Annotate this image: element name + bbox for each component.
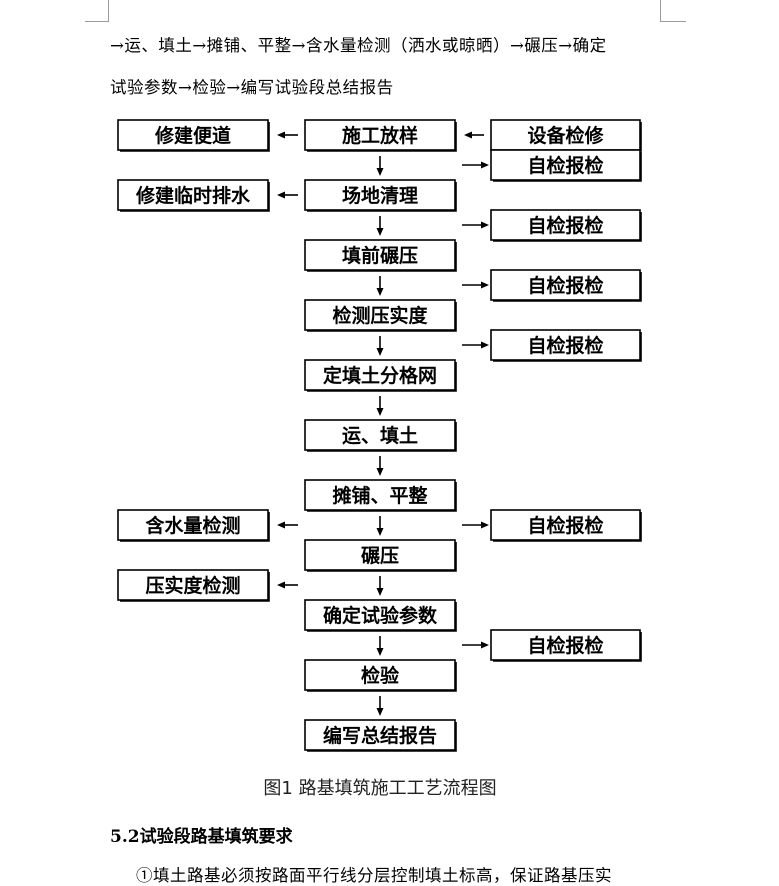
- left-side-box-label: 修建便道: [154, 124, 231, 147]
- right-side-box-edge: [493, 152, 642, 182]
- right-side-box-label: 自检报检: [527, 334, 603, 357]
- main-step-box-edge: [307, 542, 457, 572]
- right-side-box-edge: [493, 272, 642, 302]
- right-side-box-edge: [493, 332, 642, 362]
- body-paragraph: ①填土路基必须按路面平行线分层控制填土标高，保证路基压实: [136, 866, 612, 885]
- section-heading: 5.2试验段路基填筑要求: [110, 827, 293, 847]
- right-side-box: [490, 509, 641, 541]
- right-side-box-edge: [493, 212, 642, 242]
- right-side-box-label: 设备检修: [527, 124, 604, 147]
- main-step-box: [304, 179, 456, 211]
- main-step-box-label: 检验: [361, 664, 400, 687]
- main-step-box-edge: [307, 722, 457, 752]
- right-side-box: [490, 629, 641, 661]
- left-side-box-label: 修建临时排水: [135, 184, 251, 207]
- left-side-box: [117, 569, 269, 601]
- margin-corner-mark: [660, 21, 686, 22]
- left-side-box-label: 含水量检测: [145, 514, 240, 537]
- left-side-box-label: 压实度检测: [145, 574, 240, 597]
- margin-corner-mark: [108, 0, 109, 22]
- right-side-box-edge: [493, 632, 642, 662]
- left-arrow-head: [277, 581, 285, 589]
- main-step-box-label: 定填土分格网: [323, 364, 437, 387]
- left-side-box: [117, 119, 269, 151]
- margin-corner-mark: [660, 0, 661, 22]
- main-step-box-label: 运、填土: [342, 424, 418, 447]
- right-side-box-label: 自检报检: [527, 154, 603, 177]
- main-step-box: [304, 479, 456, 511]
- figure-caption: 图1 路基填筑施工工艺流程图: [263, 778, 497, 799]
- intro-text-line-1: →运、填土→摊铺、平整→含水量检测（洒水或晾晒）→碾压→确定: [110, 36, 607, 55]
- main-step-box-label: 编写总结报告: [323, 724, 437, 747]
- down-arrow-head: [376, 168, 384, 176]
- right-side-box: [490, 329, 641, 361]
- main-step-box-edge: [307, 422, 457, 452]
- left-arrow-head: [277, 521, 285, 529]
- process-flowchart: 施工放样场地清理填前碾压检测压实度定填土分格网运、填土摊铺、平整碾压确定试验参数…: [117, 119, 642, 752]
- main-step-box: [304, 239, 456, 271]
- right-arrow-head: [481, 641, 489, 649]
- main-step-box: [304, 599, 456, 631]
- left-side-box-edge: [120, 512, 270, 542]
- main-step-box-label: 检测压实度: [332, 304, 428, 327]
- right-side-box: [490, 149, 641, 181]
- main-step-box-edge: [307, 362, 457, 392]
- main-step-box-edge: [307, 602, 457, 632]
- main-step-box-edge: [307, 662, 457, 692]
- right-arrow-head: [481, 161, 489, 169]
- main-step-box-edge: [307, 182, 457, 212]
- main-step-box-edge: [307, 302, 457, 332]
- left-arrow-head: [277, 131, 285, 139]
- down-arrow-head: [376, 708, 384, 716]
- right-arrow-head: [481, 221, 489, 229]
- left-side-box-edge: [120, 572, 270, 602]
- down-arrow-head: [376, 348, 384, 356]
- main-step-box: [304, 539, 456, 571]
- down-arrow-head: [376, 588, 384, 596]
- main-step-box: [304, 299, 456, 331]
- main-step-box: [304, 659, 456, 691]
- right-side-box: [490, 269, 641, 301]
- down-arrow-head: [376, 228, 384, 236]
- down-arrow-head: [376, 288, 384, 296]
- right-side-box-label: 自检报检: [527, 214, 603, 237]
- main-step-box-edge: [307, 482, 457, 512]
- main-step-box: [304, 359, 456, 391]
- main-step-box-edge: [307, 122, 457, 152]
- left-arrow-head: [277, 191, 285, 199]
- main-step-box-label: 填前碾压: [342, 244, 418, 267]
- left-side-box: [117, 509, 269, 541]
- main-step-box-label: 摊铺、平整: [332, 484, 427, 507]
- right-arrow-head: [481, 521, 489, 529]
- right-side-box-edge: [493, 512, 642, 542]
- left-side-box: [117, 179, 269, 211]
- down-arrow-head: [376, 528, 384, 536]
- main-step-box: [304, 719, 456, 751]
- main-step-box-label: 确定试验参数: [323, 604, 438, 627]
- right-side-box-label: 自检报检: [527, 514, 603, 537]
- margin-corner-mark: [85, 21, 109, 22]
- right-arrow-head: [481, 281, 489, 289]
- main-step-box-label: 碾压: [361, 545, 399, 567]
- right-arrow-head: [464, 131, 472, 139]
- right-side-box-label: 自检报检: [527, 274, 603, 297]
- left-side-box-edge: [120, 182, 270, 212]
- down-arrow-head: [376, 648, 384, 656]
- left-side-box-edge: [120, 122, 270, 152]
- main-step-box-edge: [307, 242, 457, 272]
- intro-text-line-2: 试验参数→检验→编写试验段总结报告: [110, 78, 394, 97]
- down-arrow-head: [376, 468, 384, 476]
- main-step-box-label: 场地清理: [342, 184, 418, 207]
- right-arrow-head: [481, 341, 489, 349]
- main-step-box: [304, 119, 456, 151]
- main-step-box: [304, 419, 456, 451]
- down-arrow-head: [376, 408, 384, 416]
- right-side-box: [490, 209, 641, 241]
- main-step-box-label: 施工放样: [342, 124, 418, 147]
- right-side-box-label: 自检报检: [527, 634, 603, 657]
